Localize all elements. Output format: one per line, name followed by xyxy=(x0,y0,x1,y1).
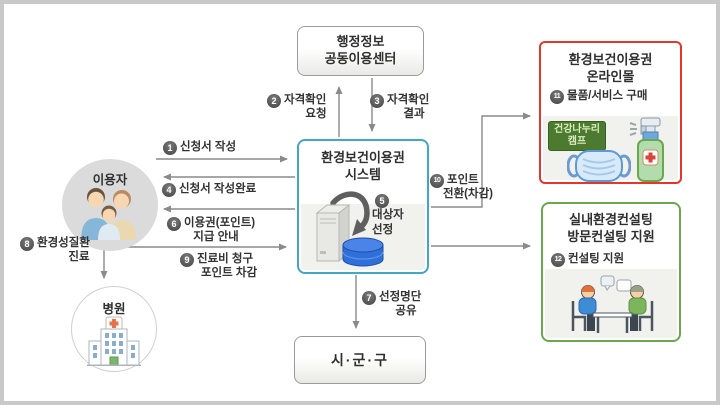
step-text: 자격확인 xyxy=(387,94,430,107)
title-line: 환경보건이용권 xyxy=(321,150,405,165)
step-5-label: 5 대상자 선정 xyxy=(372,194,404,238)
step-text: 신청서 작성완료 xyxy=(179,183,257,196)
step-text: 대상자 xyxy=(372,209,404,221)
step-text: 신청서 작성 xyxy=(180,141,237,154)
step-text: 이용권(포인트) xyxy=(184,217,256,230)
step-text: 포인트 xyxy=(447,174,479,187)
step-text: 자격확인 xyxy=(284,94,327,107)
camp-badge-line: 건강나누리 xyxy=(554,124,600,135)
step-number-badge: 1 xyxy=(163,141,177,155)
step-number-badge: 3 xyxy=(370,94,384,108)
step-number-badge: 6 xyxy=(167,217,181,231)
step-text-line2: 공유 xyxy=(395,305,417,317)
step-text: 선정명단 xyxy=(379,291,422,304)
node-title: 시·군·구 xyxy=(331,351,389,369)
title-line: 시스템 xyxy=(345,166,381,182)
title-line: 실내환경컨설팅 xyxy=(569,212,653,227)
step-text-line2: 요청 xyxy=(305,108,327,120)
step-text: 컨설팅 지원 xyxy=(568,253,625,266)
title-line: 방문컨설팅 지원 xyxy=(567,228,655,244)
node-title: 병원 xyxy=(102,302,126,316)
spray-bottle-icon xyxy=(629,117,664,182)
step-text-line2: 지급 안내 xyxy=(193,231,239,243)
step-number-badge: 5 xyxy=(375,194,389,208)
node-sigungu: 시·군·구 xyxy=(294,336,426,384)
step-text: 물품/서비스 구매 xyxy=(567,90,648,103)
step-text-line2: 포인트 차감 xyxy=(200,267,258,279)
step-number-badge: 8 xyxy=(20,237,34,251)
step-number-badge: 11 xyxy=(550,90,564,104)
connector-arrows xyxy=(100,78,531,329)
step-number-badge: 2 xyxy=(267,94,281,108)
title-line: 온라인몰 xyxy=(586,68,635,84)
node-admin-center: 행정정보 공동이용센터 xyxy=(297,26,424,76)
server-database-icon xyxy=(315,191,384,267)
title-line: 공동이용센터 xyxy=(324,51,397,66)
node-title: 이용자 xyxy=(92,173,128,187)
camp-badge: 건강나누리 캠프 xyxy=(548,121,606,151)
hospital-building-icon xyxy=(87,316,141,366)
title-line: 환경보건이용권 xyxy=(568,52,653,67)
camp-badge-line: 캠프 xyxy=(567,136,587,147)
step-text: 진료비 청구 xyxy=(197,253,254,266)
step-text-line2: 전환(차감) xyxy=(443,188,493,200)
node-title: 실내환경컨설팅 방문컨설팅 지원 xyxy=(543,204,679,246)
node-hospital: 병원 xyxy=(71,286,157,372)
step-text: 환경성질환 xyxy=(37,237,90,250)
node-voucher-system: 환경보건이용권 시스템 5 대상자 선정 xyxy=(297,139,429,274)
step-number-badge: 9 xyxy=(180,253,194,267)
step-number-badge: 10 xyxy=(430,174,444,188)
step-number-badge: 7 xyxy=(362,291,376,305)
node-title: 환경보건이용권 시스템 xyxy=(299,141,427,184)
title-line: 시·군·구 xyxy=(331,351,389,368)
step-number-badge: 12 xyxy=(551,253,565,267)
node-user: 이용자 xyxy=(62,159,158,251)
face-mask-icon xyxy=(567,150,631,182)
title-line: 행정정보 xyxy=(336,34,385,50)
consulting-people-icon xyxy=(571,275,654,333)
step-text-line2: 진료 xyxy=(68,251,90,263)
family-icon xyxy=(81,188,136,240)
arrow-step10 xyxy=(431,112,531,208)
step-text-line2: 결과 xyxy=(403,108,425,120)
step-number-badge: 4 xyxy=(162,183,176,197)
node-title: 환경보건이용권 온라인몰 xyxy=(541,43,680,86)
step-text-line2: 선정 xyxy=(372,223,394,236)
node-title: 행정정보 공동이용센터 xyxy=(325,34,397,68)
